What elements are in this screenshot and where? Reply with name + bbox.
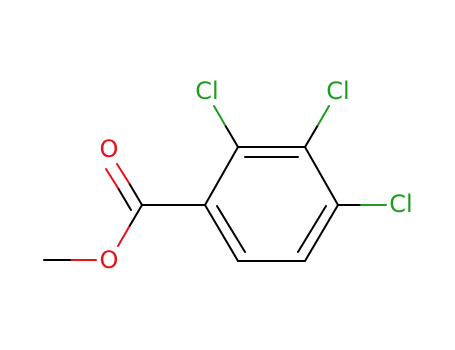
atom-label-cl-2: Cl [195,77,218,105]
bond-c-o-double-1-red [116,163,130,184]
bond-c-o-double-2-red [105,168,119,189]
bond-c4-c5-outer [304,204,339,262]
benzene-ring [204,146,339,262]
chlorine-bonds [213,105,387,206]
bond-c6-c1-outer [204,204,239,262]
bond-c1-c2 [204,146,239,206]
bond-c3-cl-green [317,105,330,126]
bond-c-o-single-red [117,226,130,247]
bond-c2-cl-black [224,124,239,148]
bond-c6-c1-inner [216,205,246,253]
bond-c3-cl-black [304,124,319,148]
bond-c-o-single-black [128,204,143,228]
bond-c2-cl-green [213,105,226,126]
atom-label-o-ester: O [100,246,119,274]
bond-c-o-double-2-black [117,187,132,211]
bond-c4-c5-inner [297,205,327,253]
ester-bonds [43,163,206,261]
bond-c3-c4 [304,146,339,206]
atom-label-cl-4: Cl [389,190,412,218]
atom-labels: Cl Cl Cl O O [100,77,413,274]
bond-c-o-double-1-black [128,182,143,206]
atom-label-cl-3: Cl [326,77,349,105]
atom-label-o-carbonyl: O [100,135,119,163]
